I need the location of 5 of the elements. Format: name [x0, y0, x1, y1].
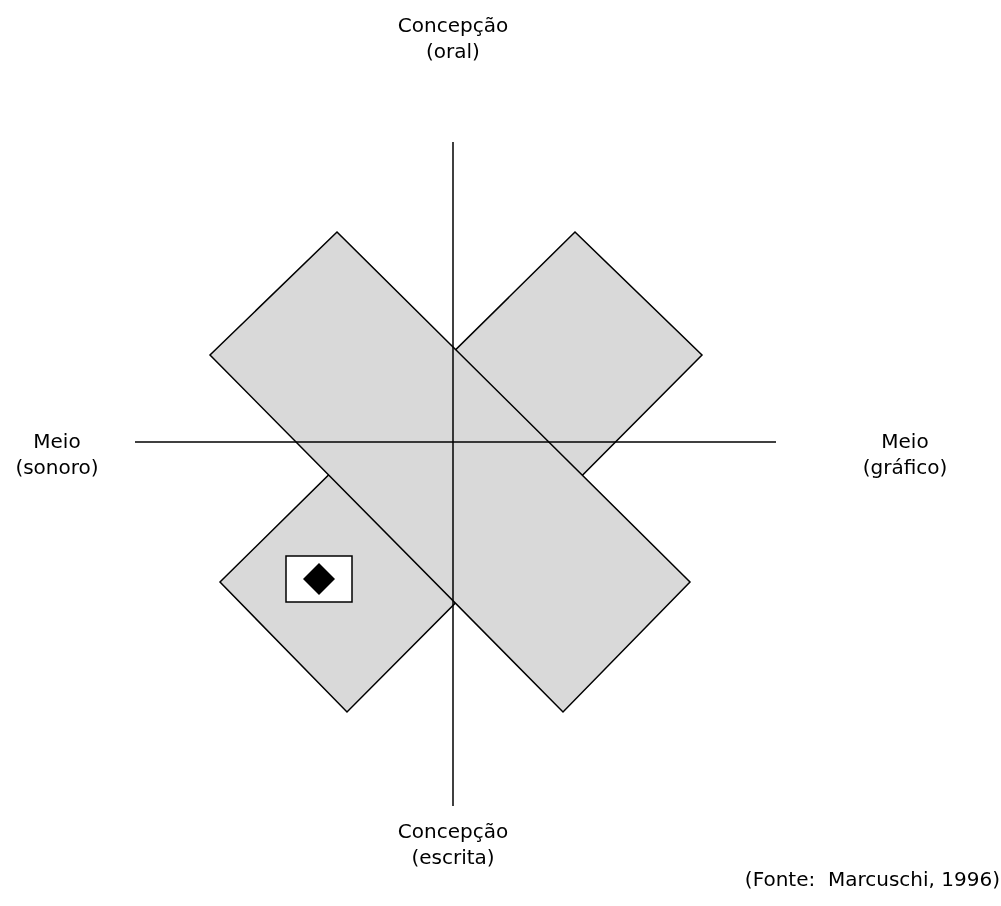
- axis-label: Meio (gráfico): [861, 428, 949, 480]
- axis-label: Concepção (escrita): [396, 818, 510, 870]
- axis-label: Meio (sonoro): [14, 428, 100, 480]
- axis-label: Concepção (oral): [396, 12, 510, 64]
- axis-label: (Fonte: Marcuschi, 1996): [743, 866, 1000, 892]
